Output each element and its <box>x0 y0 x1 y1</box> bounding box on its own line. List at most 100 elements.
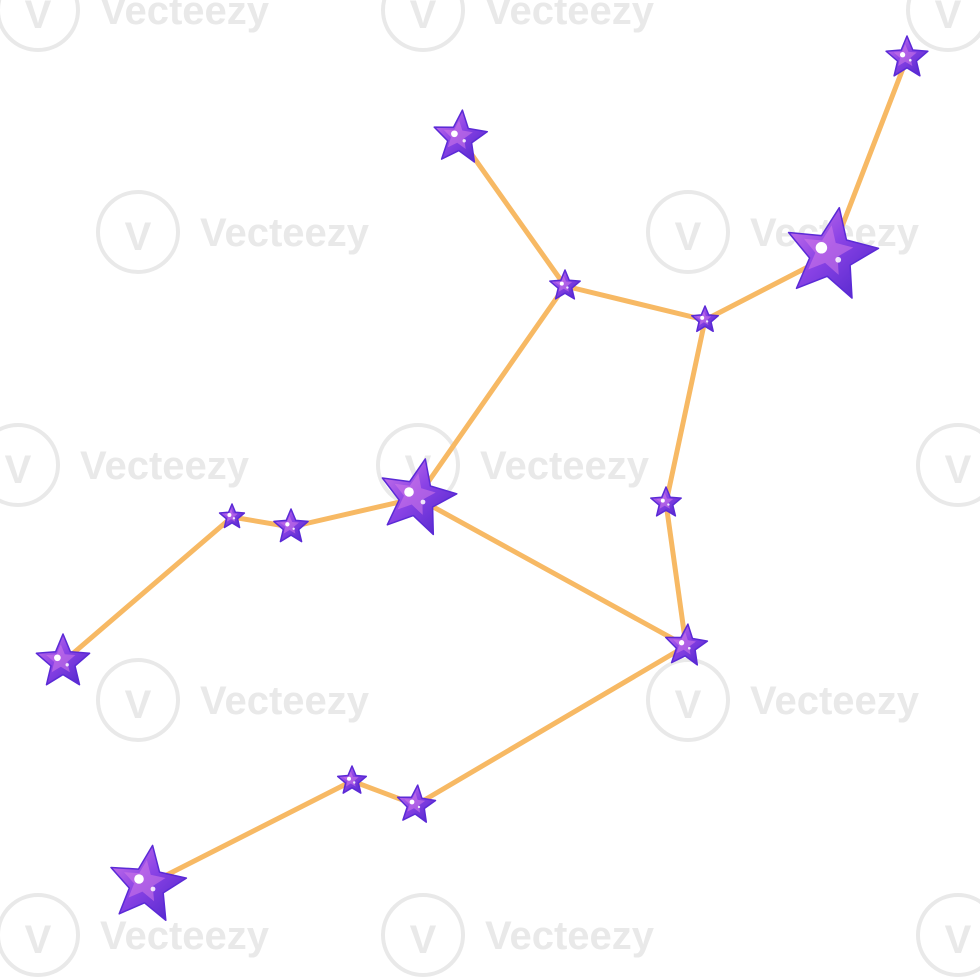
watermark-logo <box>96 190 180 274</box>
sparkle <box>705 320 709 323</box>
watermark-logo-letter: V <box>945 448 972 492</box>
watermark-logo <box>916 423 980 507</box>
star-icon <box>549 269 581 300</box>
star-icon <box>433 109 489 163</box>
sparkle <box>660 498 665 503</box>
watermark-text: Vecteezy <box>100 914 270 958</box>
star-icon <box>664 623 709 666</box>
star-icon <box>336 765 368 794</box>
watermark: V Vecteezy <box>0 423 250 507</box>
watermark-text: Vecteezy <box>80 444 250 488</box>
watermark-logo-letter: V <box>945 918 972 962</box>
watermark-logo-letter: V <box>935 0 962 37</box>
sparkle <box>227 513 232 518</box>
watermark-logo <box>646 190 730 274</box>
star-icon <box>273 508 309 543</box>
watermark-logo-letter: V <box>410 0 437 37</box>
watermark-logo-letter: V <box>410 918 437 962</box>
star-icon <box>650 486 682 517</box>
watermark-text: Vecteezy <box>480 444 650 488</box>
sparkle <box>54 654 61 662</box>
watermark-logo <box>0 0 80 52</box>
constellation-line <box>414 495 689 649</box>
sparkle <box>420 499 426 505</box>
sparkle <box>409 799 415 805</box>
sparkle <box>687 646 691 650</box>
sparkle <box>835 256 842 263</box>
sparkle <box>908 58 912 62</box>
star-icon <box>218 503 246 529</box>
star-icon <box>396 784 437 823</box>
star-icon <box>690 305 720 333</box>
watermark-logo <box>916 893 980 977</box>
watermark-logo-letter: V <box>675 683 702 727</box>
watermark-logo <box>0 423 60 507</box>
watermark-logo-letter: V <box>675 215 702 259</box>
sparkle <box>292 527 295 530</box>
watermark: V Vecteezy <box>381 893 655 977</box>
constellation-line <box>663 317 708 506</box>
watermark: V Vecteezy <box>381 0 655 52</box>
sparkle <box>451 130 458 138</box>
watermark: V Vecteezy <box>646 658 920 742</box>
sparkle <box>559 281 564 286</box>
constellation-line <box>457 135 568 289</box>
sparkle <box>232 517 236 520</box>
watermark-text: Vecteezy <box>200 211 370 255</box>
star-icon <box>787 206 880 299</box>
sparkle <box>150 886 156 892</box>
watermark-text: Vecteezy <box>200 679 370 723</box>
sparkle <box>667 503 670 506</box>
constellation-line <box>288 495 420 530</box>
constellation-line <box>828 55 910 258</box>
sparkle <box>700 315 705 320</box>
sparkle <box>285 522 290 527</box>
watermark-text: Vecteezy <box>100 0 270 33</box>
constellation-line <box>144 778 355 888</box>
watermark-text: Vecteezy <box>485 0 655 33</box>
sparkle <box>134 874 144 884</box>
watermark-text: Vecteezy <box>485 914 655 958</box>
sparkle <box>815 242 828 254</box>
watermark-logo <box>0 893 80 977</box>
sparkle <box>566 286 569 289</box>
watermark-logo <box>381 893 465 977</box>
watermark: V Vecteezy <box>0 893 270 977</box>
sparkle <box>404 487 414 497</box>
sparkle <box>347 776 351 781</box>
watermark-text: Vecteezy <box>750 679 920 723</box>
star-icon <box>885 35 929 77</box>
watermark-logo-letter: V <box>25 0 52 37</box>
constellation-line <box>60 514 235 665</box>
sparkle <box>678 640 685 646</box>
watermark-logo-letter: V <box>5 448 32 492</box>
watermark: V Vecteezy <box>0 0 270 52</box>
constellation-stars <box>35 35 929 922</box>
watermark: V Vecteezy <box>96 190 370 274</box>
watermark-logo-letter: V <box>125 215 152 259</box>
watermark-logo <box>906 0 980 52</box>
star-icon <box>35 633 91 686</box>
star-icon <box>381 458 458 536</box>
sparkle <box>417 805 421 809</box>
watermark-logo-letter: V <box>125 683 152 727</box>
watermark-logo <box>646 658 730 742</box>
constellation-line <box>414 283 568 501</box>
watermark-logo <box>96 658 180 742</box>
sparkle <box>462 139 466 143</box>
constellation-line <box>562 283 708 323</box>
constellation-line <box>413 643 689 808</box>
watermark-logo <box>381 0 465 52</box>
watermark-logo-letter: V <box>25 918 52 962</box>
watermark: V Vecteezy <box>96 658 370 742</box>
sparkle <box>353 781 356 784</box>
star-icon <box>110 844 188 922</box>
constellation-line <box>663 500 689 649</box>
sparkle <box>65 663 69 667</box>
